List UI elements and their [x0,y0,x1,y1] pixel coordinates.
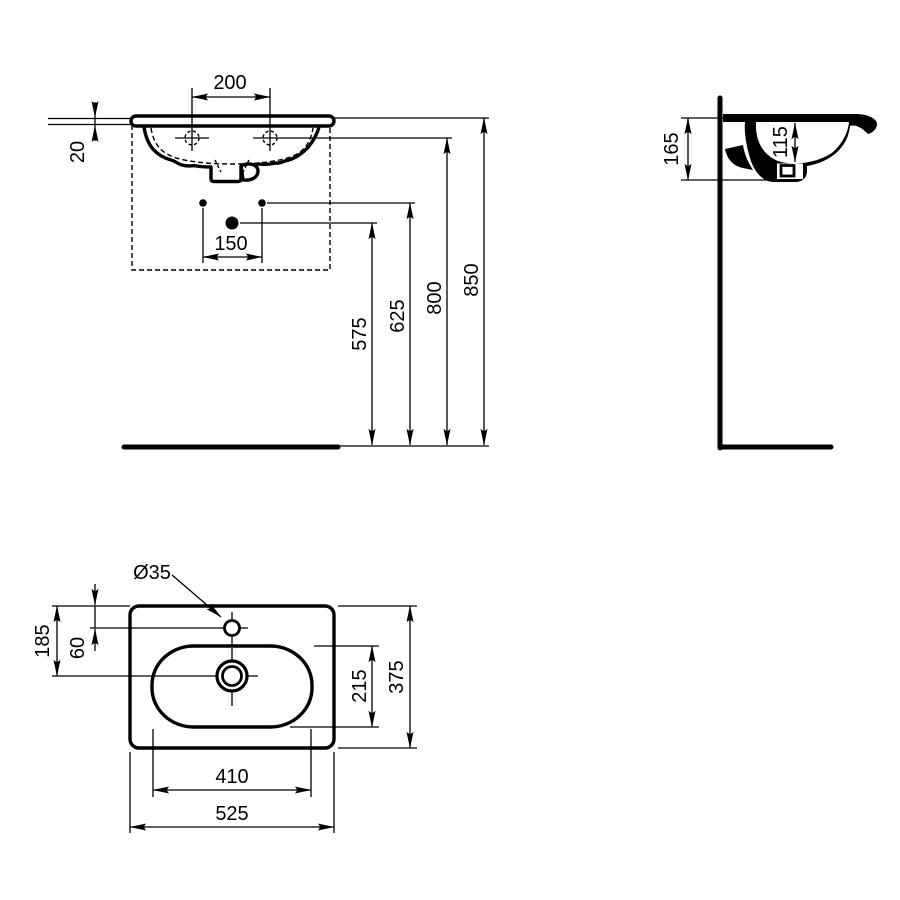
waste-outlet-dot [225,216,239,230]
dimension-label-waste-to-rear: 185 [32,624,54,657]
side-view: 165 115 [661,95,878,451]
dimension-label-waste-height: 575 [349,317,371,350]
dimension-label-overall-width: 525 [215,803,248,825]
waste-outlet-inner [221,665,243,687]
tap-hole-plan [223,619,241,637]
dimension-label-tap-height: 800 [424,281,446,314]
dimension-label-overall-depth: 375 [386,660,408,693]
bowl-outline-right [256,125,321,167]
basin-profile-side [723,114,878,182]
dimension-label-tap-spread: 200 [213,72,246,94]
front-view: 200 20 150 575 625 800 850 [48,72,489,450]
fixing-hole-right [258,199,266,207]
wall-bracket-side [725,145,753,170]
basin-rim-front [129,114,336,128]
dimension-label-rim-height: 850 [461,263,483,296]
bowl-outline-left [142,125,243,184]
drain-funnel-dashed-right [242,159,250,173]
dimension-label-bowl-front-back: 215 [349,669,371,702]
dimension-label-bowl-width: 410 [215,766,248,788]
fixing-hole-left [199,199,207,207]
dimension-label-bowl-inner-depth: 115 [770,126,792,158]
bowl-inner-dashed [150,127,314,165]
dimension-label-fixing-centres: 150 [214,233,247,255]
drain-funnel-dashed-left [214,159,222,173]
waste-fitting-side [779,164,796,178]
dimension-label-tap-to-rear: 60 [67,637,89,659]
dimension-label-tap-hole-diameter: Ø35 [133,562,171,584]
tap-hole-leader-line [171,574,222,618]
dimension-label-basin-depth: 165 [661,132,683,165]
dimension-label-rim-thickness: 20 [67,141,89,163]
plan-view: Ø35 185 60 215 375 410 525 [32,562,417,833]
dimension-label-fixing-height: 625 [387,299,409,332]
